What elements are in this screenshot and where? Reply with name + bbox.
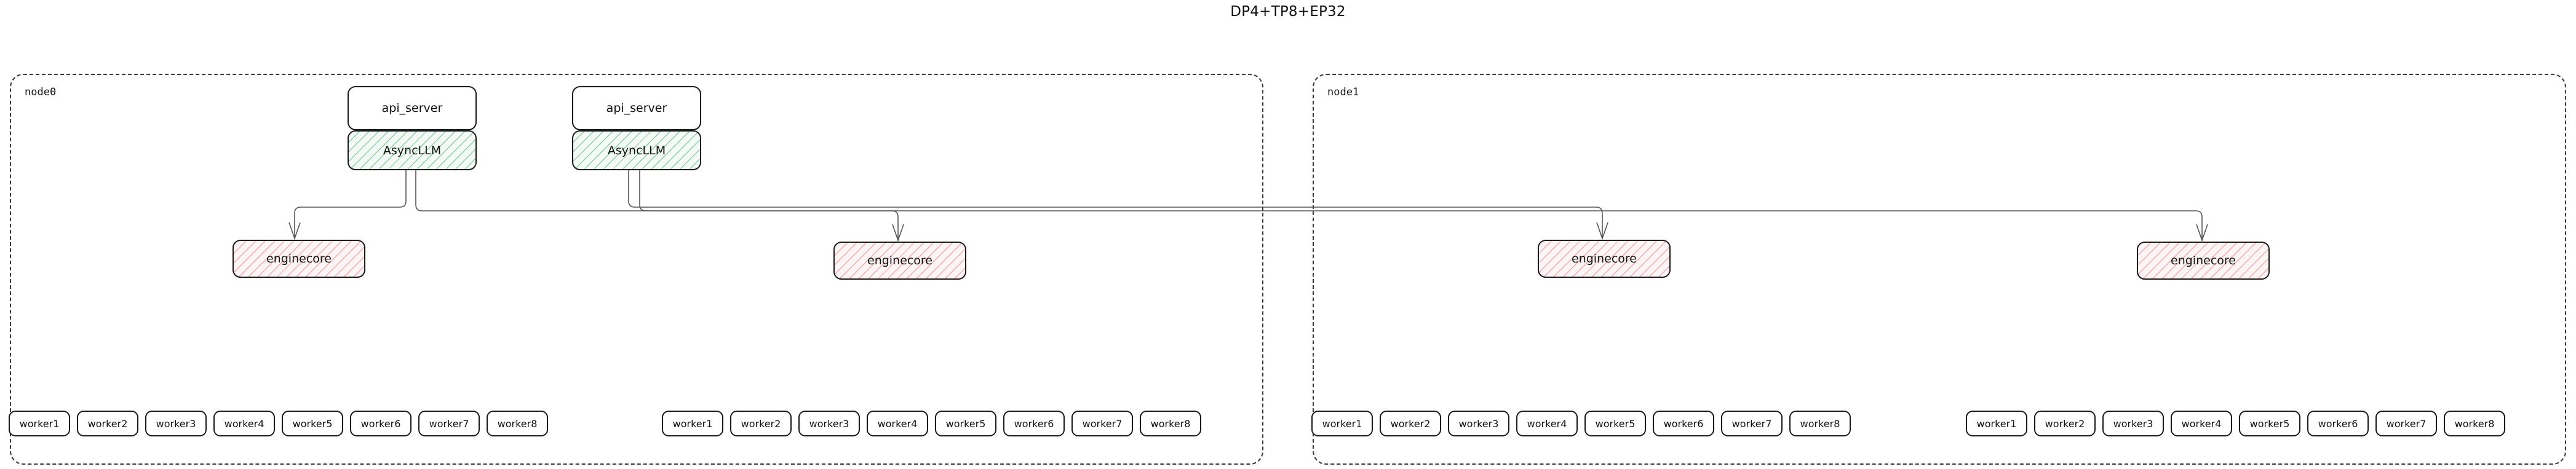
worker-box-label: worker3 [156, 417, 196, 430]
asyncllm-box-label: AsyncLLM [607, 143, 666, 157]
worker-box-label: worker1 [672, 417, 713, 430]
worker-box[interactable]: worker5 [935, 411, 996, 436]
worker-box-label: worker4 [2181, 417, 2222, 430]
worker-box-label: worker3 [2113, 417, 2153, 430]
worker-box[interactable]: worker5 [282, 411, 343, 436]
worker-box-label: worker3 [809, 417, 849, 430]
worker-box[interactable]: worker4 [867, 411, 928, 436]
worker-box[interactable]: worker6 [1003, 411, 1065, 436]
worker-box-label: worker6 [1014, 417, 1054, 430]
node-label-node0: node0 [25, 86, 57, 98]
enginecore-box[interactable]: enginecore [833, 242, 966, 280]
enginecore-box[interactable]: enginecore [233, 240, 365, 278]
worker-box-label: worker1 [19, 417, 60, 430]
worker-box[interactable]: worker8 [1140, 411, 1201, 436]
worker-box[interactable]: worker8 [487, 411, 548, 436]
worker-box[interactable]: worker1 [1966, 411, 2027, 436]
worker-box[interactable]: worker4 [2171, 411, 2232, 436]
worker-box-label: worker2 [2045, 417, 2085, 430]
worker-box-label: worker4 [224, 417, 264, 430]
enginecore-box[interactable]: enginecore [1538, 240, 1671, 278]
worker-box[interactable]: worker6 [350, 411, 411, 436]
worker-box-label: worker8 [2454, 417, 2495, 430]
worker-box-label: worker2 [1390, 417, 1431, 430]
worker-box-label: worker4 [877, 417, 918, 430]
worker-box[interactable]: worker6 [1653, 411, 1714, 436]
worker-box[interactable]: worker1 [1311, 411, 1373, 436]
worker-box-label: worker5 [1595, 417, 1636, 430]
worker-box[interactable]: worker7 [418, 411, 480, 436]
api-server-box[interactable]: api_server [572, 86, 701, 130]
worker-box-label: worker7 [1082, 417, 1123, 430]
worker-box-label: worker2 [87, 417, 128, 430]
worker-box[interactable]: worker3 [798, 411, 860, 436]
worker-box-label: worker1 [1322, 417, 1362, 430]
worker-box-label: worker5 [945, 417, 986, 430]
worker-box[interactable]: worker1 [9, 411, 70, 436]
worker-box-label: worker6 [360, 417, 401, 430]
api-server-box-label: api_server [381, 101, 443, 115]
worker-box[interactable]: worker4 [1516, 411, 1578, 436]
node-cluster-node0 [10, 74, 1263, 465]
worker-box-label: worker7 [1731, 417, 1772, 430]
asyncllm-box[interactable]: AsyncLLM [348, 130, 477, 170]
worker-box[interactable]: worker6 [2307, 411, 2369, 436]
node-label-node1: node1 [1327, 86, 1359, 98]
enginecore-box-label: enginecore [2171, 254, 2236, 267]
node-cluster-node1 [1313, 74, 2566, 465]
worker-box-label: worker6 [2318, 417, 2358, 430]
page-title: DP4+TP8+EP32 [1230, 4, 1346, 20]
worker-box-label: worker7 [429, 417, 469, 430]
worker-box[interactable]: worker8 [1789, 411, 1851, 436]
worker-box[interactable]: worker7 [2375, 411, 2437, 436]
worker-box-label: worker5 [2249, 417, 2290, 430]
worker-box[interactable]: worker5 [2239, 411, 2300, 436]
asyncllm-box-label: AsyncLLM [383, 143, 442, 157]
worker-box-label: worker7 [2386, 417, 2427, 430]
worker-box-label: worker1 [1976, 417, 2017, 430]
worker-box-label: worker8 [497, 417, 538, 430]
worker-box-label: worker8 [1150, 417, 1191, 430]
worker-box[interactable]: worker7 [1721, 411, 1783, 436]
worker-box-label: worker8 [1800, 417, 1840, 430]
enginecore-box-label: enginecore [867, 254, 932, 267]
asyncllm-box[interactable]: AsyncLLM [572, 130, 701, 170]
worker-box[interactable]: worker5 [1584, 411, 1646, 436]
worker-box[interactable]: worker7 [1071, 411, 1133, 436]
worker-box-label: worker6 [1663, 417, 1704, 430]
worker-box[interactable]: worker2 [77, 411, 138, 436]
worker-box[interactable]: worker4 [213, 411, 275, 436]
worker-box[interactable]: worker3 [2102, 411, 2164, 436]
enginecore-box-label: enginecore [266, 252, 332, 266]
worker-box[interactable]: worker8 [2444, 411, 2505, 436]
api-server-box[interactable]: api_server [348, 86, 477, 130]
worker-box-label: worker2 [741, 417, 781, 430]
worker-box[interactable]: worker3 [145, 411, 207, 436]
worker-box[interactable]: worker2 [2034, 411, 2096, 436]
worker-box-label: worker5 [292, 417, 333, 430]
worker-box[interactable]: worker3 [1448, 411, 1509, 436]
worker-box-label: worker3 [1458, 417, 1499, 430]
worker-box-label: worker4 [1527, 417, 1567, 430]
enginecore-box-label: enginecore [1572, 252, 1637, 266]
api-server-box-label: api_server [606, 101, 667, 115]
enginecore-box[interactable]: enginecore [2137, 242, 2270, 280]
worker-box[interactable]: worker1 [662, 411, 723, 436]
worker-box[interactable]: worker2 [730, 411, 792, 436]
worker-box[interactable]: worker2 [1380, 411, 1441, 436]
